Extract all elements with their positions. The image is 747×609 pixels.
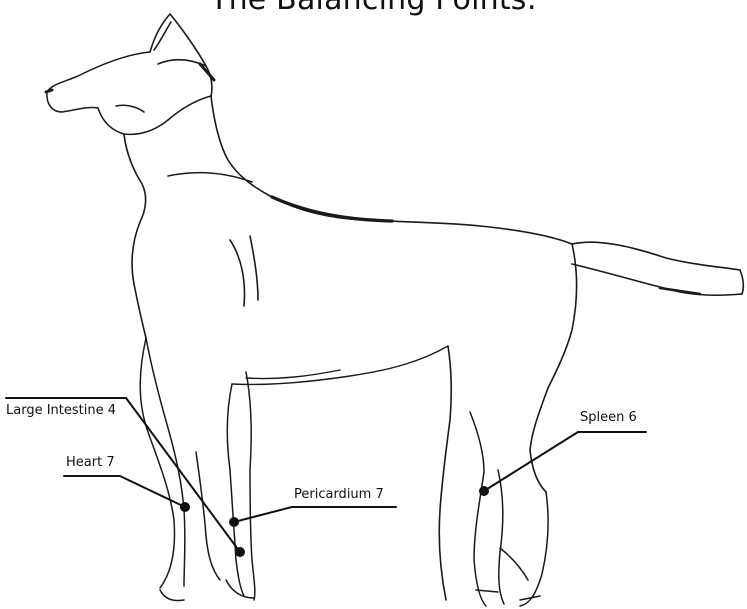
- label-pericardium-7: Pericardium 7: [294, 487, 384, 502]
- dog-belly: [232, 346, 448, 385]
- label-spleen-6: Spleen 6: [580, 410, 637, 425]
- pointer-line-ht7: [64, 476, 185, 507]
- dog-head: [46, 52, 211, 134]
- point-marker-li4: [235, 547, 245, 557]
- point-marker-sp6: [479, 486, 489, 496]
- pointer-line-pc7: [234, 507, 396, 522]
- dog-front-legs: [140, 338, 255, 601]
- point-marker-pc7: [229, 517, 239, 527]
- diagram-title: The Balancing Points:: [0, 0, 747, 17]
- dog-body-outline: [124, 96, 572, 338]
- pointer-line-sp6: [484, 432, 646, 491]
- dog-hind-legs: [470, 412, 548, 606]
- point-marker-ht7: [180, 502, 190, 512]
- dog-tail: [572, 242, 743, 295]
- pointer-lines: [6, 398, 646, 552]
- label-large-intestine-4: Large Intestine 4: [6, 403, 116, 418]
- label-heart-7: Heart 7: [66, 455, 115, 470]
- dog-ear: [150, 14, 214, 96]
- dog-hindquarters: [439, 244, 576, 600]
